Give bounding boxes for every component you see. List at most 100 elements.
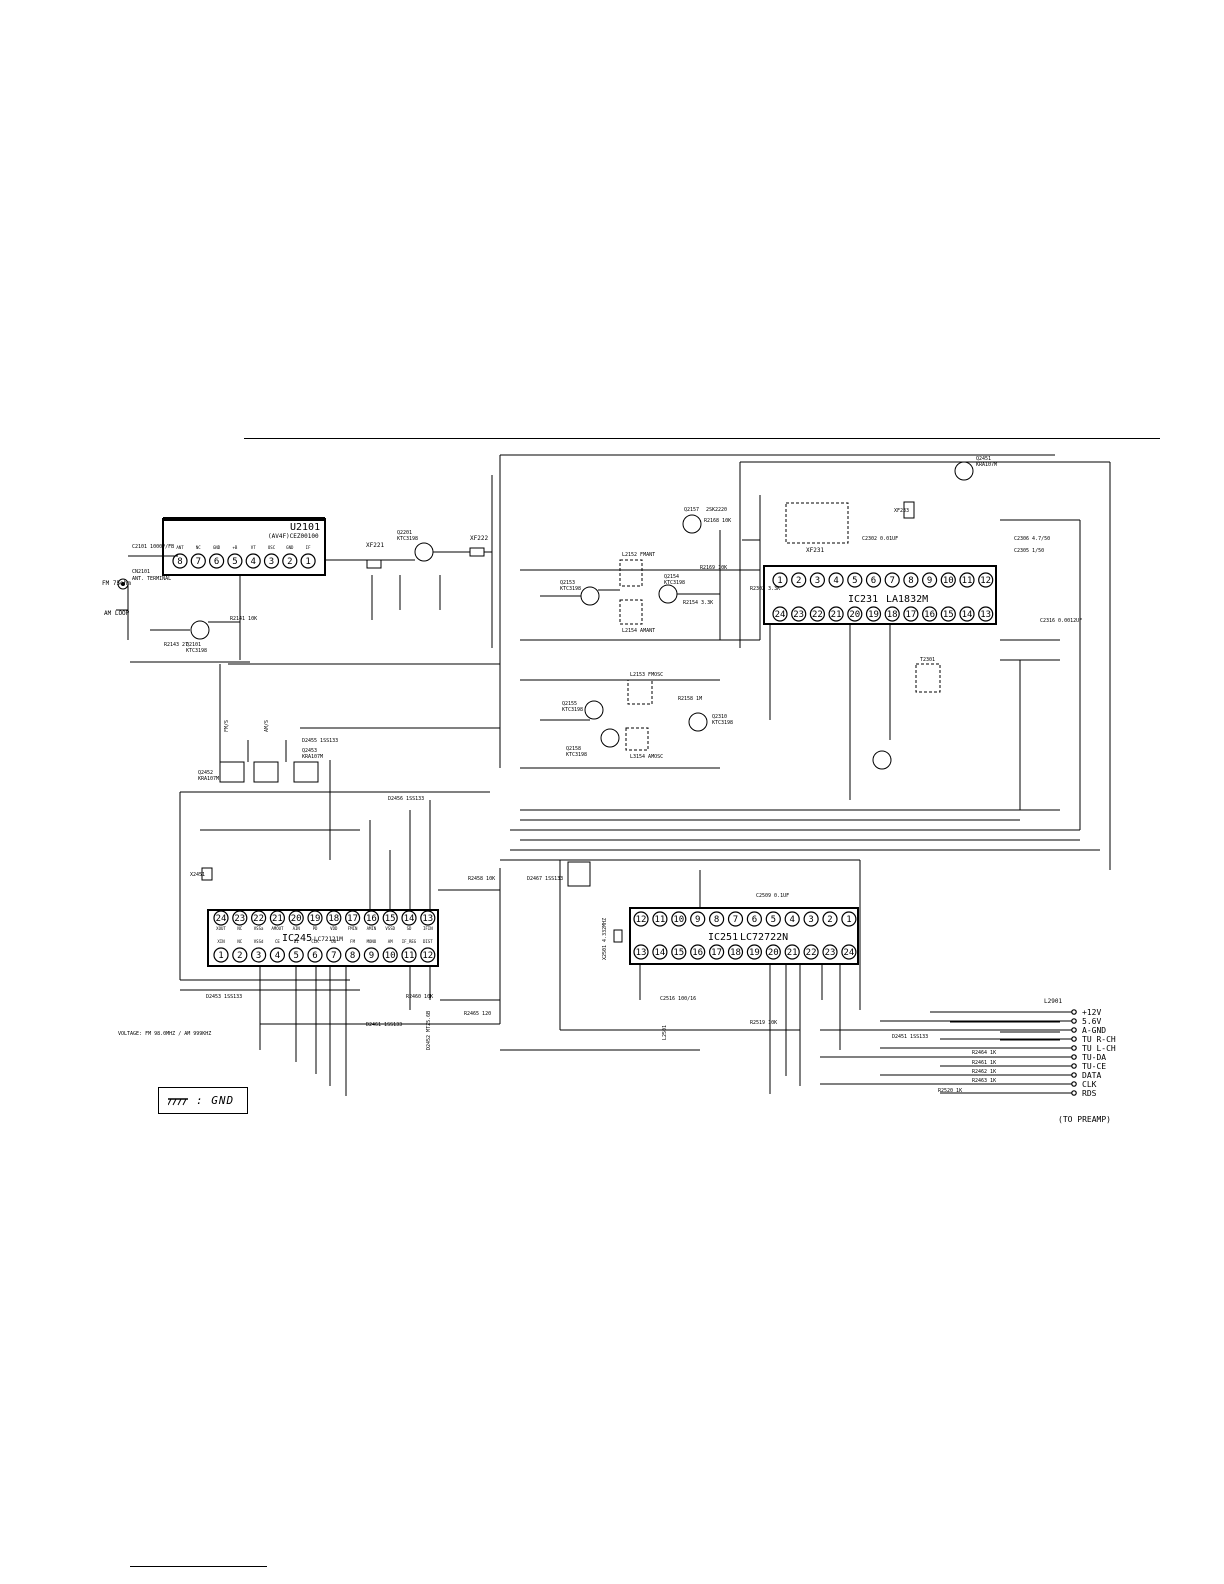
q2451-label: Q2452 xyxy=(198,770,213,776)
r2154-label: R2154 3.3K xyxy=(683,600,713,606)
ic231-top-pin xyxy=(959,572,975,588)
ic231-top-pin-number: 5 xyxy=(852,576,857,586)
ic251-bottom-pin xyxy=(822,944,838,960)
tuner-pin-number: 4 xyxy=(250,557,255,567)
ic231-bottom-pin xyxy=(884,606,900,622)
ic245-top-pin xyxy=(382,910,398,926)
ic231-bottom-pin xyxy=(959,606,975,622)
ic245-bottom-pin-number: 3 xyxy=(256,951,261,961)
ic245-bottom-pin xyxy=(288,947,304,963)
r2465-label: R2465 120 xyxy=(464,1011,491,1017)
ic245-top-pin-number: 16 xyxy=(366,914,377,924)
ic251-bottom-pin-number: 15 xyxy=(673,948,684,958)
c2302-label: C2302 0.01UF xyxy=(862,536,898,542)
tuner-pin-name: OSC xyxy=(268,545,276,550)
ic251-bottom-pin-number: 14 xyxy=(654,948,665,958)
tuner-ref: U2101 xyxy=(290,522,320,533)
tuner-pin xyxy=(263,553,280,569)
ic245-top-pin-name: VDD xyxy=(330,926,338,931)
r2464-label: R2464 1K xyxy=(972,1050,996,1056)
q2158-part: KTC3198 xyxy=(712,720,733,726)
ic251-bottom-pin xyxy=(803,944,819,960)
ic231-top-pin xyxy=(772,572,788,588)
ic231-top-pin-number: 1 xyxy=(777,576,782,586)
if-stage: Q2201 KTC3198 XF221 XF222 xyxy=(325,475,493,648)
ic231-bottom-pin xyxy=(809,606,826,622)
ic245-bottom-pin xyxy=(232,947,248,963)
ic245-top-pin-name: IFIN xyxy=(423,926,433,931)
q2157-part: 2SK2220 xyxy=(706,507,727,513)
ic251-bottom-pin xyxy=(765,944,781,960)
r2462-label: R2462 1K xyxy=(972,1069,996,1075)
ic251-bottom-pin-number: 13 xyxy=(636,948,647,958)
q2101-part: KTC3198 xyxy=(186,648,207,654)
tuner-pin-number: 3 xyxy=(269,557,274,567)
q2155-part: KTC3198 xyxy=(566,752,587,758)
ic231-bottom-pin xyxy=(978,606,994,622)
q2451-part: KRA107M xyxy=(198,776,219,782)
r2463-label: R2463 1K xyxy=(972,1078,996,1084)
ic231-bottom-pin xyxy=(865,606,882,622)
connector-terminal xyxy=(1071,1063,1077,1069)
ground-legend-text: : GND xyxy=(196,1094,235,1107)
xf233-label: XF233 xyxy=(894,508,909,514)
connector-terminal xyxy=(1071,1090,1077,1096)
connector-terminal xyxy=(1071,1027,1077,1033)
ic245-bottom-pin-name: MONO xyxy=(367,939,377,944)
r2302-label: R2302 3.3K xyxy=(750,586,780,592)
ic251-top-pin xyxy=(690,911,706,927)
d2453-label: D2453 1SS133 xyxy=(206,994,242,1000)
ic231-top-pin-number: 7 xyxy=(889,576,894,586)
ic251-bottom-pin-number: 20 xyxy=(768,948,779,958)
ic245-bottom-pin-number: 11 xyxy=(404,951,415,961)
connector-line-label: TU R-CH xyxy=(1082,1035,1116,1044)
ic245-top-pin-name: VSSa xyxy=(254,926,264,931)
ic231-top-pin xyxy=(809,572,826,588)
ic251-bottom-pin xyxy=(746,944,763,960)
tuner-pin xyxy=(172,553,188,569)
ic245-top-pin xyxy=(213,910,229,926)
xf222-label: XF222 xyxy=(470,535,488,542)
q2452-label: Q2453 xyxy=(302,748,317,754)
connector-terminal xyxy=(1071,1009,1077,1015)
fm-antenna-label: FM 75ohm xyxy=(102,580,131,587)
q2153-part: KTC3198 xyxy=(664,580,685,586)
connector-line-label: DATA xyxy=(1082,1071,1101,1080)
ic245-bottom-pin-name: AM xyxy=(388,939,393,944)
ic245-bottom-pin xyxy=(420,947,436,963)
connector-terminal xyxy=(1071,1081,1077,1087)
ic245-bottom-pins: 1XIN2NC3VSSd4CE5DI6CLK7DO8FM9MONO10AM11I… xyxy=(213,939,436,963)
am-tag: AM/S xyxy=(264,720,270,732)
ic245-top-pin-number: 14 xyxy=(404,914,415,924)
ic251-top-pin-number: 6 xyxy=(752,915,757,925)
ic231-top-pin xyxy=(828,572,844,588)
connector-terminal xyxy=(1071,1072,1077,1078)
ic245-bottom-pin-name: DI xyxy=(294,939,299,944)
d2451-label: D2451 1SS133 xyxy=(892,1034,928,1040)
ic245-top-pin-name: AMOUT xyxy=(271,926,284,931)
ic245-top-pin xyxy=(251,910,267,926)
ic245-top-pin-name: SD xyxy=(407,926,412,931)
q2154-part: KTC3198 xyxy=(562,707,583,713)
ic231-bottom-pin-number: 13 xyxy=(980,610,991,620)
ic245-top-pin-name: AIN xyxy=(293,926,301,931)
tuner-pin-number: 7 xyxy=(196,557,201,567)
q2158-label: Q2310 xyxy=(712,714,727,720)
ic245-top-pin xyxy=(345,910,361,926)
ic251-top-pin-number: 1 xyxy=(846,915,851,925)
ic245-top-pin xyxy=(307,910,323,926)
tuner-pin xyxy=(209,553,225,569)
c2305-label: C2305 1/50 xyxy=(1014,548,1044,554)
ic231-bottom-pin xyxy=(903,606,919,622)
voltage-note: VOLTAGE: FM 98.0MHZ / AM 999KHZ xyxy=(118,1031,211,1037)
xf231-label: XF231 xyxy=(806,547,824,554)
header-rule xyxy=(244,438,1160,439)
ic251-bottom-pin-number: 24 xyxy=(843,948,854,958)
r2168-label: R2168 10K xyxy=(704,518,731,524)
ic251-bottom-pin-number: 19 xyxy=(749,948,760,958)
ic245-top-pin xyxy=(232,910,248,926)
ic245-top-pin-number: 24 xyxy=(216,914,227,924)
q2154-label: Q2155 xyxy=(562,701,577,707)
